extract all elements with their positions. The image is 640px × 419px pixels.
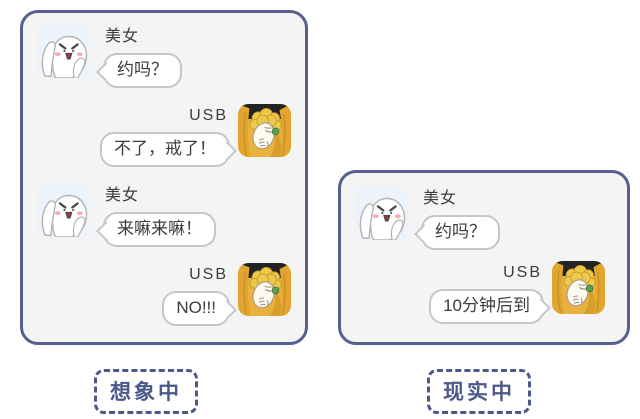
caption-imagination-label: 想象中: [110, 381, 182, 404]
sender-name: USB: [503, 264, 542, 281]
message-column: 美女 约吗？: [103, 25, 182, 88]
message-row: 美女 约吗？: [37, 25, 291, 88]
chat-bubble: 约吗？: [103, 53, 182, 88]
white-blob-sticker-icon: [37, 183, 90, 237]
message-row: USB 10分钟后到: [355, 261, 605, 324]
message-row: 美女 来嘛来嘛！: [37, 183, 291, 247]
beauty-avatar: [37, 183, 90, 237]
chat-bubble: 来嘛来嘛！: [103, 211, 216, 247]
sender-name: 美女: [105, 28, 140, 45]
usb-avatar: [552, 261, 605, 314]
caption-imagination: 想象中: [94, 369, 198, 414]
sender-name: 美女: [423, 190, 458, 207]
chat-bubble: NO!!!: [162, 290, 230, 326]
yellow-curtain-sticker-icon: [552, 261, 605, 314]
message-row: 美女 约吗？: [355, 187, 605, 250]
message-row: USB 不了，戒了！: [37, 104, 291, 168]
chat-bubble: 10分钟后到: [429, 289, 544, 324]
sender-name: USB: [189, 265, 228, 283]
chat-panel-reality: 美女 约吗？ USB 10分钟后到: [338, 170, 630, 345]
chat-messages-imagination: 美女 约吗？ USB 不了，戒了！: [23, 13, 305, 342]
chat-bubble: 约吗？: [421, 215, 500, 250]
message-column: USB 不了，戒了！: [100, 104, 230, 168]
message-column: 美女 来嘛来嘛！: [103, 184, 216, 247]
sender-name: USB: [189, 107, 228, 125]
caption-reality-label: 现实中: [443, 381, 515, 404]
white-blob-sticker-icon: [355, 187, 408, 240]
caption-reality: 现实中: [427, 369, 531, 414]
message-column: 美女 约吗？: [421, 187, 500, 250]
usb-avatar: [238, 104, 291, 158]
white-blob-sticker-icon: [37, 25, 90, 78]
beauty-avatar: [37, 25, 90, 78]
yellow-curtain-sticker-icon: [238, 262, 291, 316]
beauty-avatar: [355, 187, 408, 240]
usb-avatar: [238, 262, 291, 316]
message-row: USB NO!!!: [37, 262, 291, 326]
chat-bubble: 不了，戒了！: [100, 132, 230, 168]
message-column: USB NO!!!: [162, 263, 230, 326]
message-column: USB 10分钟后到: [429, 261, 544, 324]
yellow-curtain-sticker-icon: [238, 104, 291, 158]
chat-messages-reality: 美女 约吗？ USB 10分钟后到: [341, 173, 627, 342]
chat-panel-imagination: 美女 约吗？ USB 不了，戒了！: [20, 10, 308, 345]
sender-name: 美女: [105, 186, 140, 204]
